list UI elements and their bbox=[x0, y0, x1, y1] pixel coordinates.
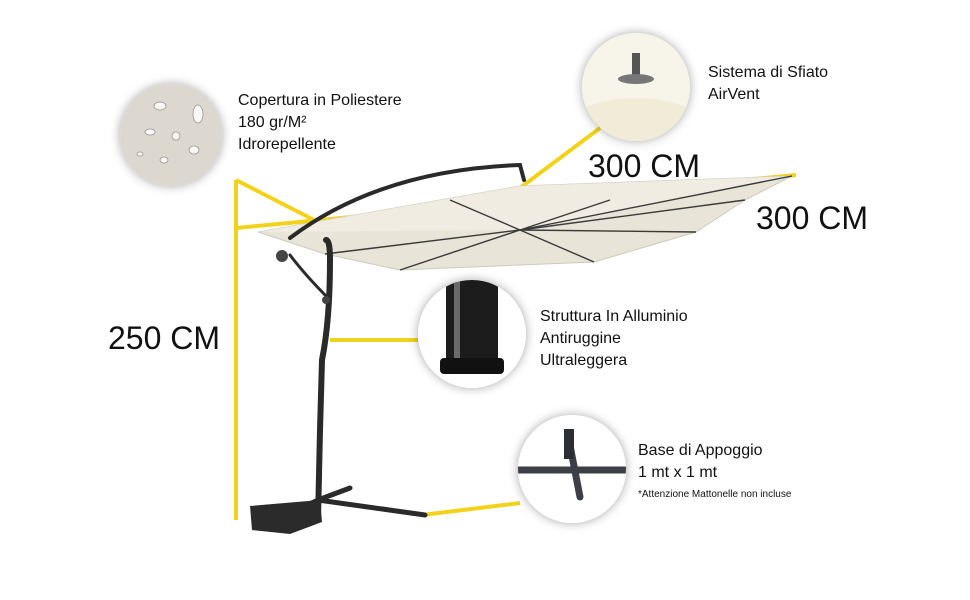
cover-feature-text: Copertura in Poliestere 180 gr/M² Idrore… bbox=[238, 90, 402, 156]
structure-line-2: Antiruggine bbox=[540, 330, 621, 347]
structure-line-3: Ultraleggera bbox=[540, 352, 628, 369]
base-feature-text: Base di Appoggio 1 mt x 1 mt *Attenzione… bbox=[638, 440, 791, 506]
structure-line-1: Struttura In Alluminio bbox=[540, 308, 688, 325]
cover-connector-line bbox=[235, 178, 319, 224]
base-note: *Attenzione Mattonelle non incluse bbox=[638, 489, 792, 500]
umbrella-base-weight bbox=[250, 500, 322, 534]
umbrella-canopy bbox=[257, 175, 793, 271]
vent-line-1: Sistema di Sfiato bbox=[708, 64, 829, 81]
structure-feature-text: Struttura In Alluminio Antiruggine Ultra… bbox=[540, 306, 688, 372]
base-line-1: Base di Appoggio bbox=[638, 442, 763, 459]
vent-connector-line bbox=[518, 126, 602, 190]
vent-detail-image bbox=[582, 33, 690, 141]
width-side-label: 300 CM bbox=[756, 200, 869, 236]
vent-line-2: AirVent bbox=[708, 86, 760, 103]
vent-feature-text: Sistema di Sfiato AirVent bbox=[708, 62, 828, 106]
width-top-label: 300 CM bbox=[588, 148, 701, 184]
cover-line-2: 180 gr/M² bbox=[238, 114, 307, 131]
base-detail-image bbox=[518, 415, 626, 523]
fabric-detail-image bbox=[120, 84, 222, 186]
height-label: 250 CM bbox=[108, 320, 221, 356]
cover-line-3: Idrorepellente bbox=[238, 136, 336, 153]
pole-detail-image bbox=[418, 280, 526, 388]
base-connector-line bbox=[421, 501, 521, 517]
cover-line-1: Copertura in Poliestere bbox=[238, 92, 402, 109]
base-line-2: 1 mt x 1 mt bbox=[638, 464, 718, 481]
